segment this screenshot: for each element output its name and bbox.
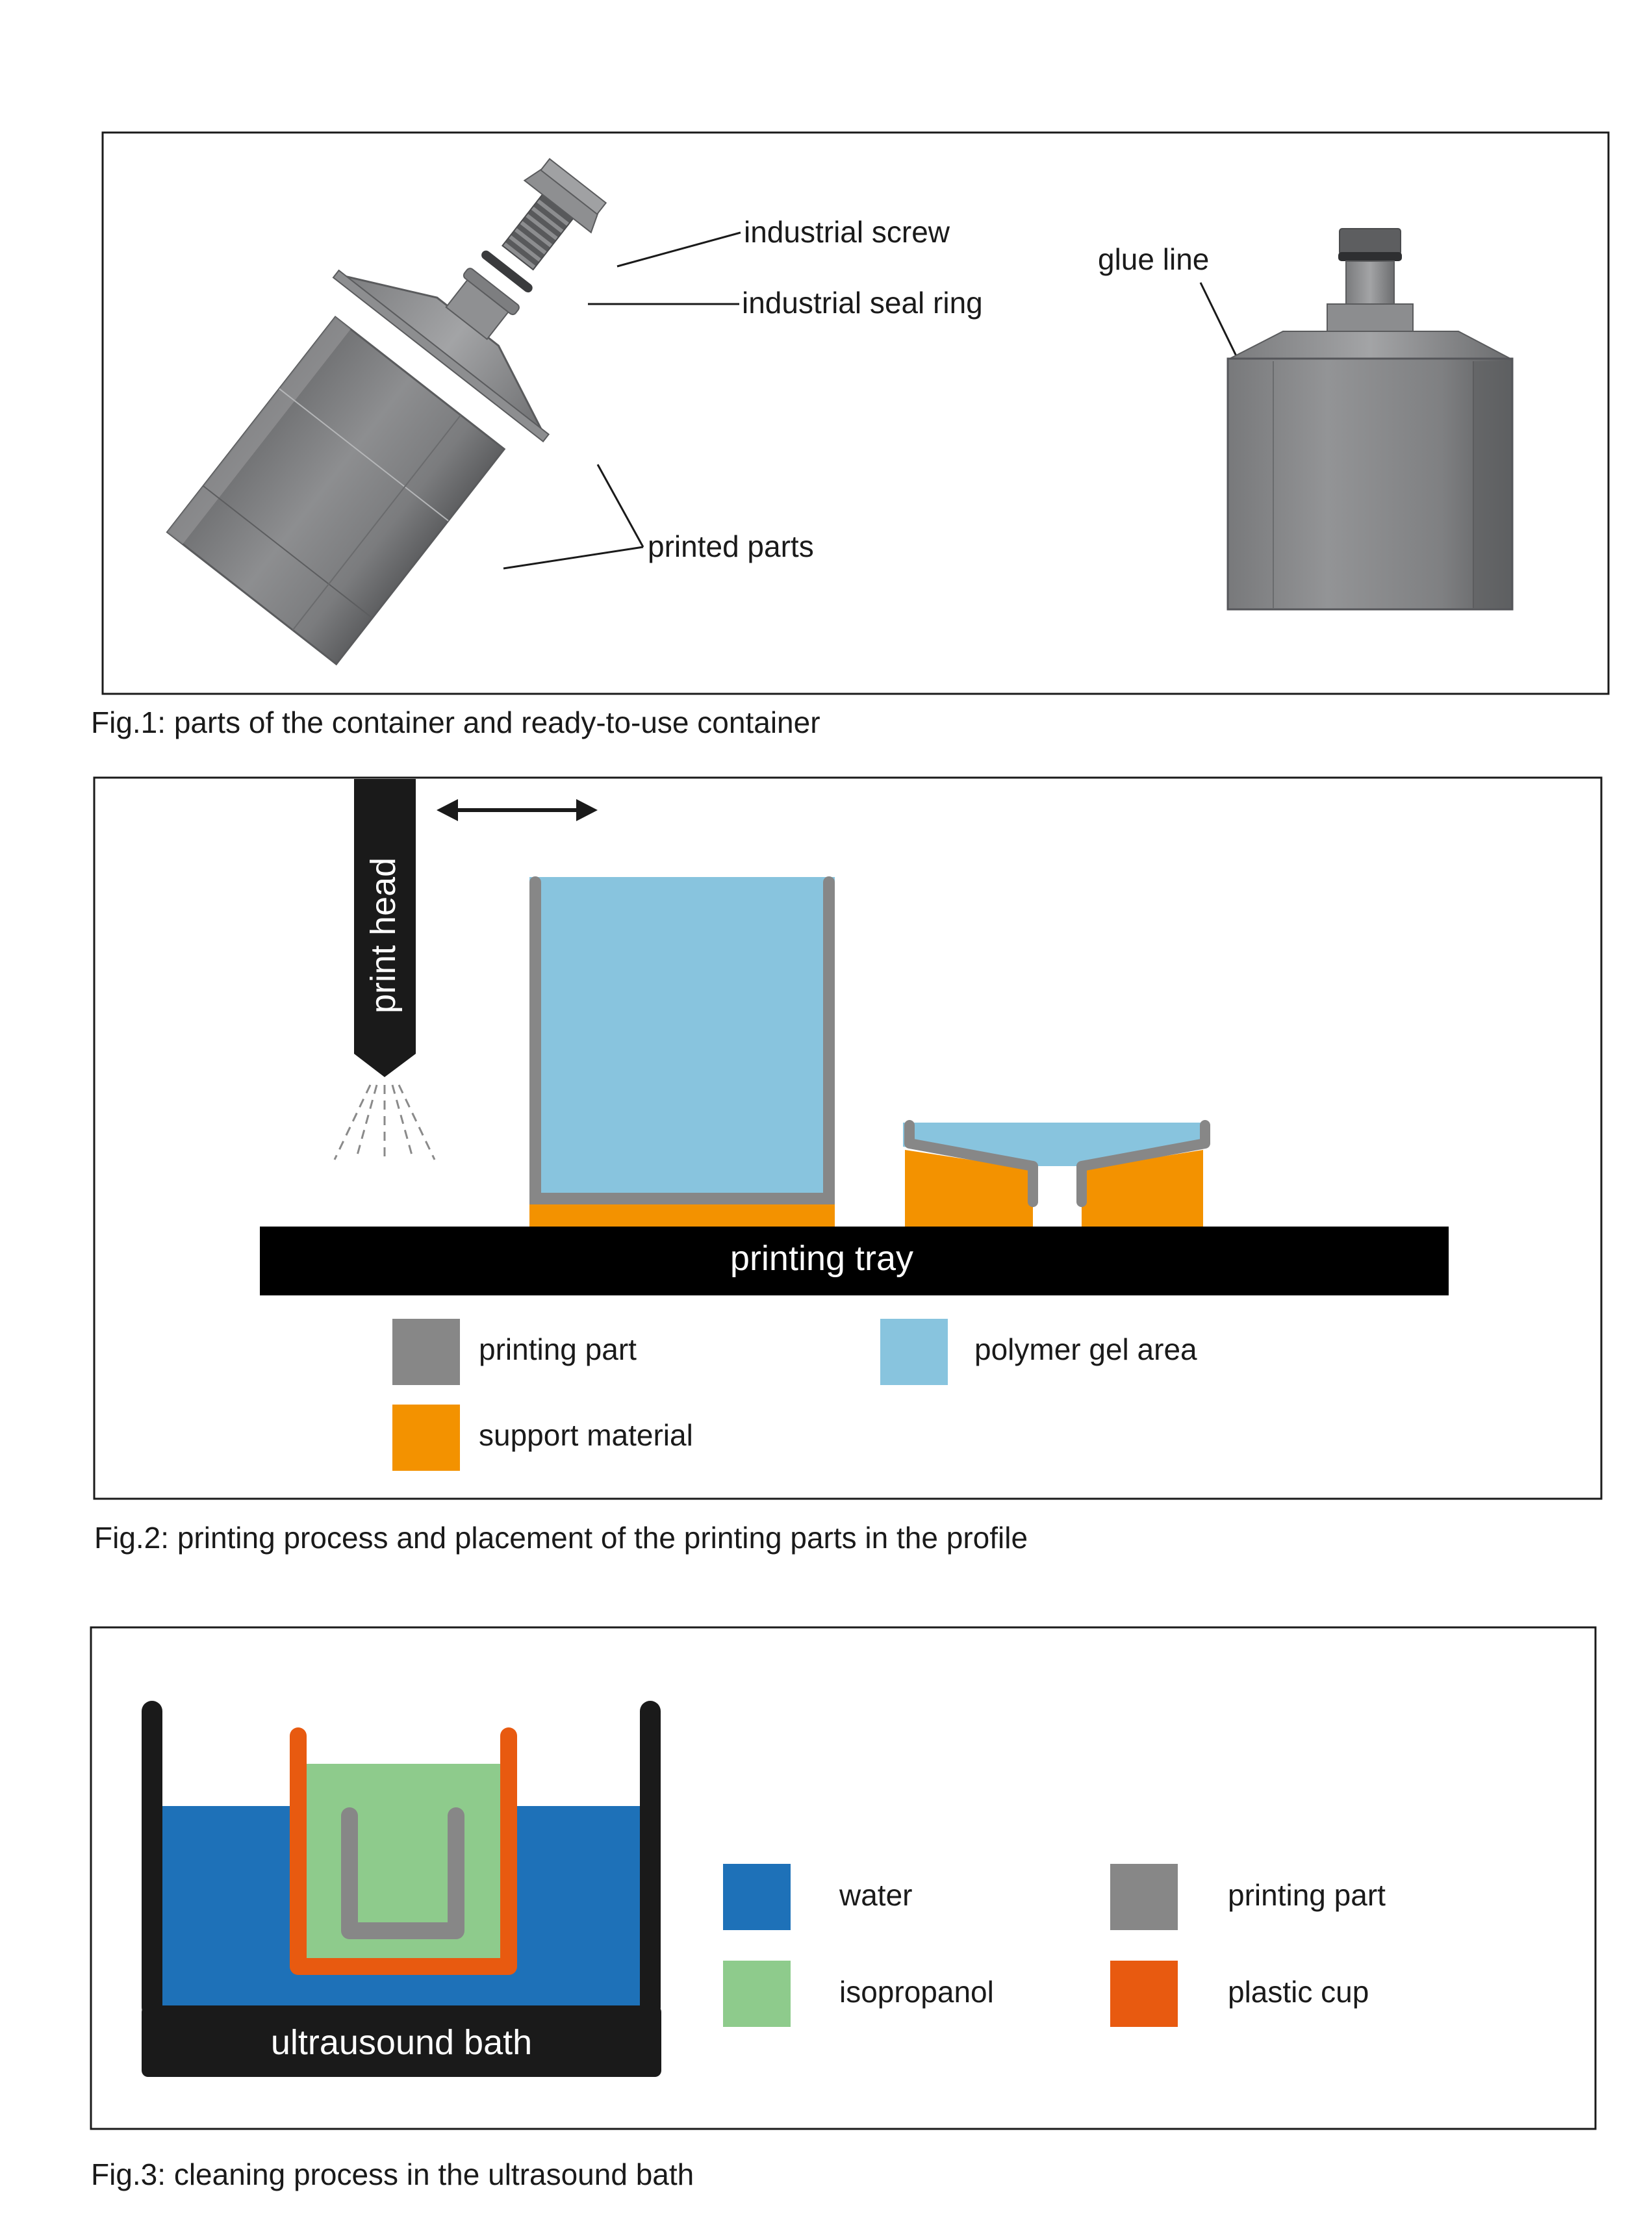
label-print-head: print head [364, 858, 403, 1013]
fig1-panel: industrial screw industrial seal ring pr… [91, 131, 1610, 739]
assembled-body [1226, 357, 1514, 611]
assembled-lid [1229, 331, 1511, 359]
label-printing-tray: printing tray [730, 1239, 913, 1278]
fig1-leaders [503, 231, 1239, 570]
fig3-panel: ultrausound bath water printing part iso… [90, 1626, 1597, 2191]
fig2-panel: print head prin [93, 776, 1603, 1555]
fig2-caption: Fig.2: printing process and placement of… [94, 1521, 1028, 1555]
bath-base [142, 2005, 661, 2077]
assembled-container [1226, 228, 1514, 611]
label-ultrasound-bath: ultrausound bath [271, 2023, 532, 2062]
legend-label-printing-part: printing part [479, 1332, 637, 1366]
legend-swatch-polymer-gel [880, 1319, 948, 1385]
cup-wall [529, 876, 835, 1204]
label-industrial-screw: industrial screw [744, 215, 950, 249]
fig2-frame [93, 776, 1603, 1500]
legend-label-plastic-cup: plastic cup [1228, 1975, 1369, 2009]
print-head [354, 779, 416, 1077]
assembled-screw-head [1339, 228, 1401, 255]
legend-label-polymer-gel: polymer gel area [974, 1332, 1197, 1366]
legend-swatch-printing-part-3 [1110, 1864, 1178, 1930]
lid-support-right [1082, 1150, 1203, 1227]
legend-swatch-printing-part [392, 1319, 460, 1385]
plastic-cup [290, 1727, 517, 1975]
fig3-frame [90, 1626, 1597, 2130]
seal-ring [481, 250, 533, 293]
lid-wall-right [1076, 1120, 1210, 1207]
legend-swatch-support [392, 1405, 460, 1471]
legend-label-water: water [839, 1878, 912, 1912]
legend-swatch-isopropanol [723, 1961, 791, 2027]
legend-label-support: support material [479, 1418, 693, 1452]
motion-arrow-icon [437, 799, 598, 821]
spray-lines [333, 1084, 436, 1160]
lid-wall-left [904, 1120, 1038, 1207]
bath-walls [142, 1701, 661, 2018]
legend-swatch-water [723, 1864, 791, 1930]
printing-tray [260, 1227, 1449, 1295]
printed-cup-part [529, 876, 835, 1227]
fig3-caption: Fig.3: cleaning process in the ultrasoun… [91, 2157, 694, 2191]
label-industrial-seal-ring: industrial seal ring [742, 286, 983, 320]
legend-swatch-plastic-cup [1110, 1961, 1178, 2027]
fig1-caption: Fig.1: parts of the container and ready-… [91, 706, 820, 739]
legend-label-printing-part-3: printing part [1228, 1878, 1386, 1912]
exploded-container [166, 158, 607, 666]
printed-lid-part [903, 1120, 1210, 1227]
fig1-frame [101, 131, 1610, 695]
lid-support-left [905, 1150, 1033, 1227]
label-glue-line: glue line [1098, 242, 1209, 276]
printed-part-in-cup [341, 1807, 464, 1939]
legend-label-isopropanol: isopropanol [839, 1975, 994, 2009]
label-printed-parts: printed parts [648, 529, 814, 563]
cup-gel [529, 877, 835, 1203]
cup-support [529, 1203, 835, 1227]
